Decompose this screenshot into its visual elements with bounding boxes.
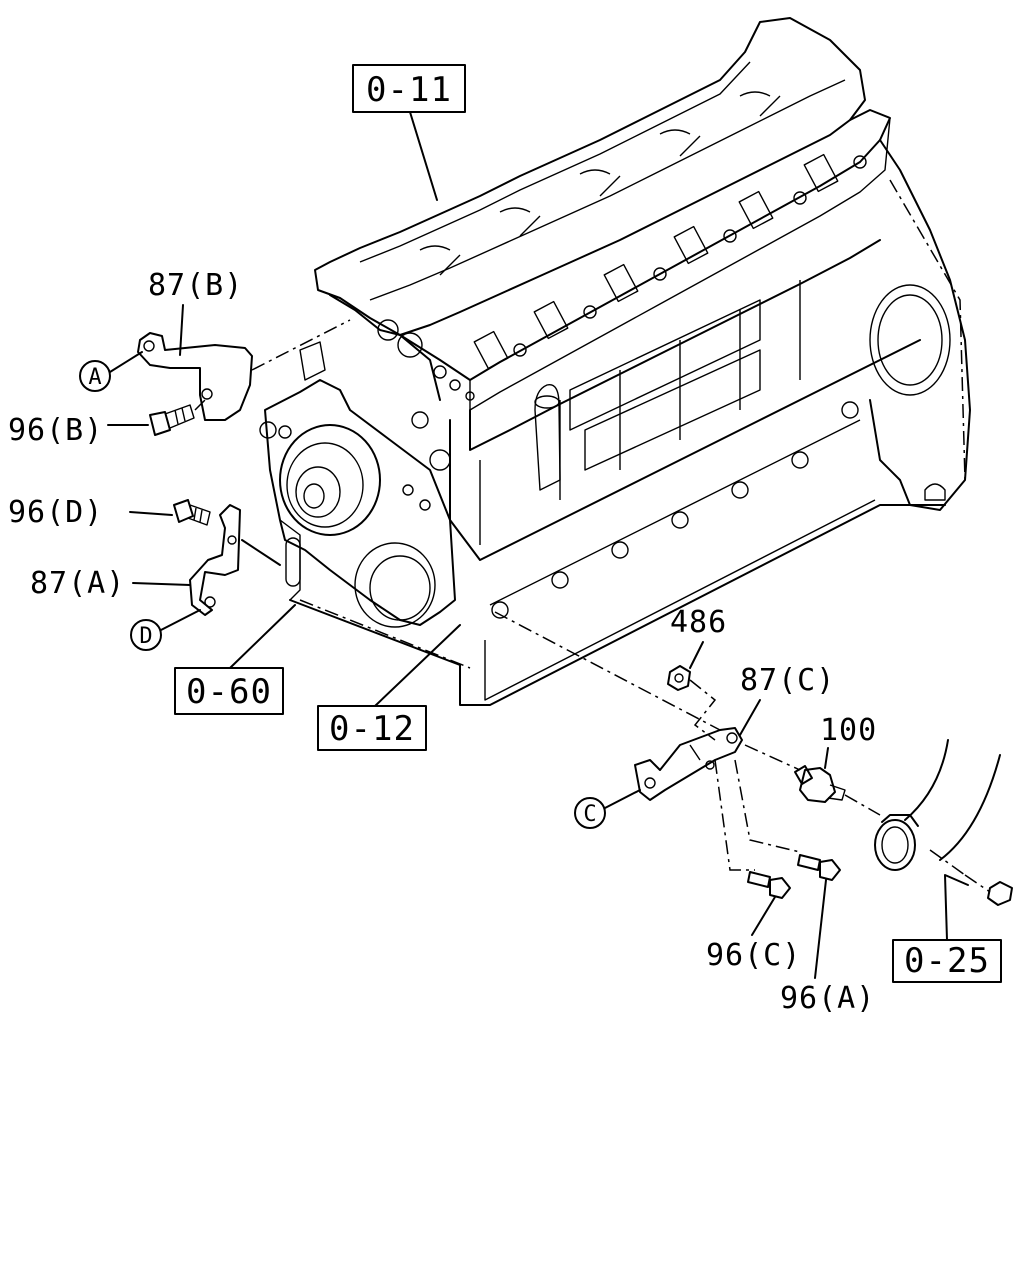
marker-a-label: A bbox=[88, 365, 101, 390]
label-87b: 87(B) bbox=[148, 268, 243, 303]
bolt-96a bbox=[819, 859, 841, 881]
marker-circle-d bbox=[130, 619, 162, 651]
ref-box-0-11-label: 0-11 bbox=[366, 70, 452, 110]
marker-circle-c bbox=[574, 797, 606, 829]
bracket-87a-group: 96(D) 87(A) D bbox=[8, 495, 281, 651]
bracket-87c bbox=[634, 727, 743, 801]
bolt-96c-shank bbox=[747, 871, 771, 888]
label-96d: 96(D) bbox=[8, 495, 103, 530]
marker-c-label: C bbox=[583, 802, 596, 827]
pipe-end bbox=[874, 819, 916, 871]
bolt-96c bbox=[769, 877, 791, 899]
label-96c: 96(C) bbox=[706, 938, 801, 973]
label-96b: 96(B) bbox=[8, 413, 103, 448]
bolt-pipe bbox=[987, 881, 1013, 906]
label-87c: 87(C) bbox=[740, 663, 835, 698]
bolt-96d bbox=[173, 499, 194, 523]
bracket-87b-group: 87(B) A 96(B) bbox=[8, 268, 351, 448]
bolt-96b bbox=[149, 411, 171, 436]
nut-486 bbox=[667, 665, 691, 691]
ref-box-0-12: 0-12 bbox=[317, 624, 461, 751]
ref-box-0-25-label: 0-25 bbox=[904, 941, 990, 981]
ref-box-0-12-label: 0-12 bbox=[329, 709, 415, 749]
bracket-87c-group: 486 87(C) C 100 bbox=[494, 605, 1013, 1016]
ref-box-0-60-label: 0-60 bbox=[186, 672, 272, 712]
ref-box-0-25: 0-25 bbox=[892, 874, 1002, 983]
ref-box-0-60: 0-60 bbox=[174, 604, 296, 715]
bracket-87b bbox=[137, 332, 253, 421]
bolt-96a-shank bbox=[797, 854, 821, 871]
engine-block bbox=[259, 17, 971, 706]
label-100: 100 bbox=[820, 713, 877, 748]
marker-d-label: D bbox=[139, 624, 152, 649]
marker-circle-a bbox=[79, 360, 111, 392]
ref-box-0-11: 0-11 bbox=[352, 64, 466, 201]
bracket-87a bbox=[189, 504, 241, 616]
label-87a: 87(A) bbox=[30, 566, 125, 601]
label-96a: 96(A) bbox=[780, 981, 875, 1016]
label-486: 486 bbox=[670, 605, 727, 640]
sensor-100 bbox=[799, 767, 836, 803]
